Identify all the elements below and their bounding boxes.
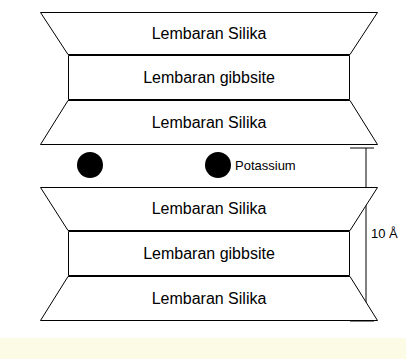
silica-sheet: Lembaran Silika bbox=[40, 187, 378, 231]
sheet-shape bbox=[41, 13, 378, 55]
dimension-label: 10 Å bbox=[370, 227, 399, 241]
silica-sheet: Lembaran Silika bbox=[40, 12, 378, 55]
sheet-label: Lembaran Silika bbox=[152, 114, 267, 132]
sheet-label: Lembaran gibbsite bbox=[143, 245, 275, 263]
sheet-shape bbox=[41, 101, 378, 145]
silica-sheet: Lembaran Silika bbox=[40, 276, 378, 321]
dimension-tick bbox=[350, 148, 374, 149]
potassium-ion bbox=[205, 152, 231, 178]
silica-sheet: Lembaran Silika bbox=[40, 100, 378, 145]
gibbsite-sheet: Lembaran gibbsite bbox=[68, 231, 350, 276]
sheet-label: Lembaran Silika bbox=[152, 200, 267, 218]
gibbsite-sheet: Lembaran gibbsite bbox=[68, 55, 350, 100]
sheet-shape bbox=[41, 188, 378, 231]
dimension-line bbox=[366, 148, 367, 321]
sheet-shape bbox=[69, 56, 350, 100]
sheet-label: Lembaran Silika bbox=[152, 25, 267, 43]
bottom-band bbox=[0, 338, 406, 359]
sheet-label: Lembaran gibbsite bbox=[143, 69, 275, 87]
sheet-shape bbox=[41, 277, 378, 321]
potassium-ion bbox=[77, 152, 103, 178]
sheet-label: Lembaran Silika bbox=[152, 290, 267, 308]
sheet-shape bbox=[69, 232, 350, 276]
ion-label: Potassium bbox=[234, 159, 297, 173]
